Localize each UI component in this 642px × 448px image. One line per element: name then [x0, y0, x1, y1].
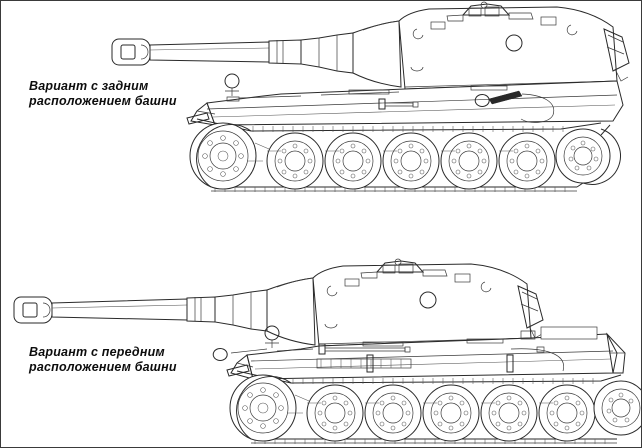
road-wheel — [480, 384, 538, 442]
engine-deck-bottom — [520, 326, 626, 374]
caption-line-2: расположением башни — [29, 94, 177, 108]
road-wheel — [324, 132, 382, 190]
hull-superstructure-top — [186, 73, 624, 126]
road-wheel — [266, 132, 324, 190]
muzzle-brake-icon — [111, 38, 151, 66]
road-wheel — [382, 132, 440, 190]
gun-barrel — [51, 296, 216, 323]
gun-mantlet — [214, 277, 316, 346]
caption-line-1: Вариант с задним — [29, 79, 149, 93]
running-gear-top — [189, 118, 621, 192]
suspension-detail-top — [247, 142, 513, 162]
suspension-detail-bottom — [287, 394, 553, 414]
commander-cupola-icon — [360, 258, 448, 279]
caption-rear-turret-variant: Вариант с задним расположением башни — [29, 79, 177, 109]
hull-superstructure-bottom — [212, 325, 626, 380]
gun-assembly-bottom — [13, 277, 316, 346]
road-wheel — [364, 384, 422, 442]
road-wheels-bottom — [306, 384, 596, 442]
road-wheel — [538, 384, 596, 442]
track-links-upper — [252, 126, 564, 132]
turret-rear — [398, 1, 630, 90]
idler-wheel-top — [555, 124, 611, 184]
drive-sprocket-top — [189, 122, 257, 190]
road-wheels-top — [266, 132, 556, 190]
drive-sprocket-bottom — [229, 374, 297, 442]
road-wheel — [498, 132, 556, 190]
muzzle-brake-icon — [13, 296, 53, 324]
caption-line-1: Вариант с передним — [29, 345, 165, 359]
gun-assembly-top — [111, 20, 402, 88]
tow-cable-bottom — [212, 346, 564, 372]
stowed-tools-bottom — [316, 343, 514, 373]
road-wheel — [306, 384, 364, 442]
caption-front-turret-variant: Вариант с передним расположением башни — [29, 345, 177, 375]
gun-mantlet — [300, 20, 402, 88]
running-gear-bottom — [229, 370, 641, 444]
road-wheel — [422, 384, 480, 442]
idler-wheel-bottom — [593, 380, 641, 436]
turret-side-port — [419, 291, 437, 309]
track-links-upper — [292, 378, 594, 384]
stowed-tools-top — [378, 98, 419, 110]
caption-line-2: расположением башни — [29, 360, 177, 374]
turret-rear-stowage-bin — [603, 28, 630, 82]
commander-cupola-icon — [446, 1, 534, 22]
tow-cable-top — [474, 90, 555, 123]
turret-front — [312, 258, 544, 347]
road-wheel — [440, 132, 498, 190]
turret-side-port — [505, 34, 523, 52]
